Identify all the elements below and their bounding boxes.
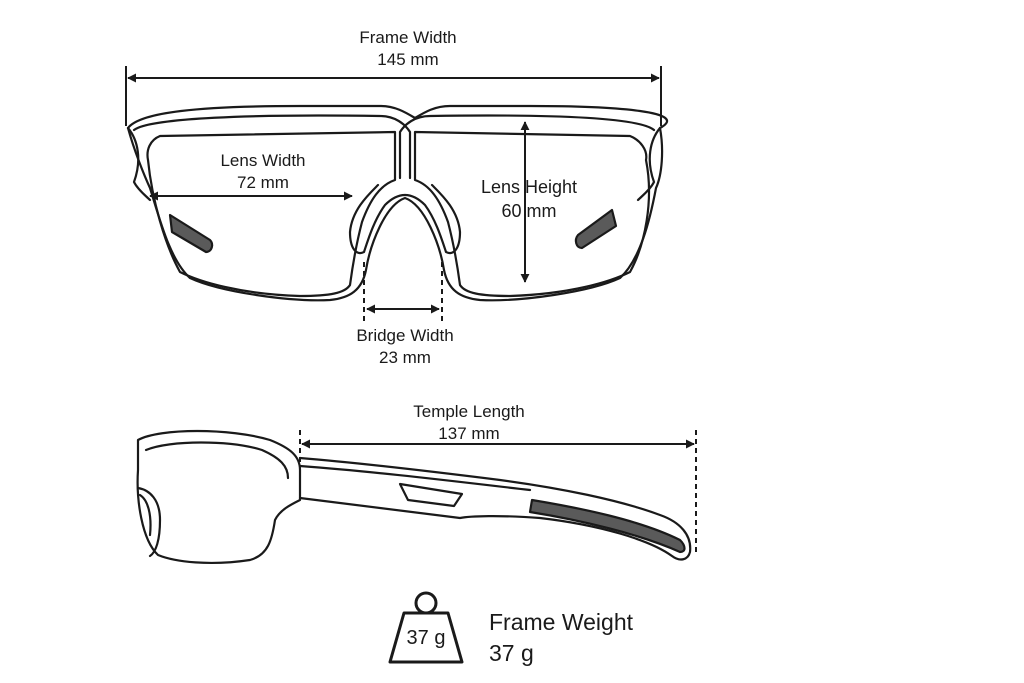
lens-height-title: Lens Height [480,177,578,197]
frame-weight-title: Frame Weight [489,609,634,635]
right-lens-outline [413,130,651,298]
left-nose-pad [348,183,407,255]
bridge-width-label: Bridge Width 23 mm [345,325,465,369]
lens-width-label: Lens Width 72 mm [203,150,323,194]
temple-arm [298,456,692,561]
front-frame-outline [126,104,669,302]
frame-weight-value: 37 g [489,640,534,666]
right-nose-pad [403,183,462,255]
temple-length-label: Temple Length 137 mm [403,401,535,445]
lens-height-value: 60 mm [501,201,557,221]
bridge-width-value: 23 mm [379,348,431,367]
frame-width-title: Frame Width [359,28,457,47]
temple-vent [398,482,464,508]
left-lens-outline [146,130,397,298]
front-view-glasses [126,104,669,302]
bridge-width-title: Bridge Width [356,326,454,345]
left-side-grip [168,213,214,254]
right-side-grip [574,208,618,250]
weight-badge: 37 g [406,627,446,649]
temple-length-title: Temple Length [413,402,525,421]
lens-height-label: Lens Height 60 mm [470,175,588,223]
side-view-glasses [136,429,692,564]
frame-width-value: 145 mm [377,50,439,69]
temple-grip [528,498,686,554]
frame-width-label: Frame Width 145 mm [348,27,468,71]
temple-length-value: 137 mm [438,424,500,443]
lens-width-value: 72 mm [237,173,289,192]
side-lens-outline [136,429,302,564]
lens-width-title: Lens Width [220,151,306,170]
weight-icon [388,591,464,664]
dimension-lines [125,66,697,552]
